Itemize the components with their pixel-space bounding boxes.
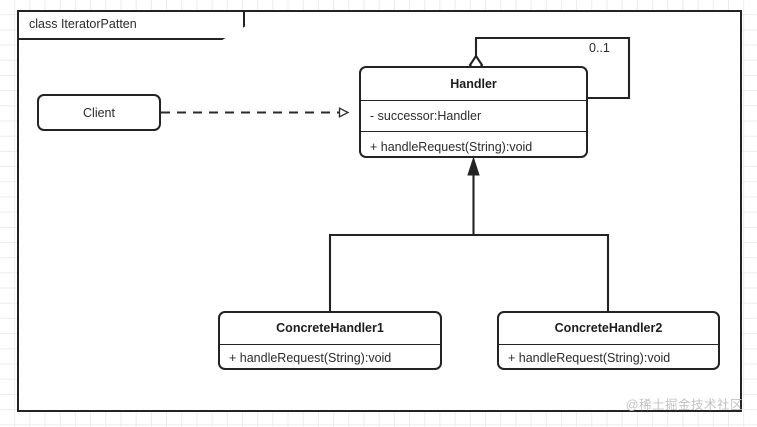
watermark-text: @稀土掘金技术社区 (625, 398, 743, 412)
class-box-concrete-handler-1[interactable]: ConcreteHandler1 + handleRequest(String)… (218, 311, 442, 370)
operation-handler-handle-request: + handleRequest(String):void (361, 131, 586, 156)
frame-label-text: class IteratorPatten (29, 17, 137, 31)
class-box-client[interactable]: Client (37, 94, 161, 131)
class-box-concrete-handler-2[interactable]: ConcreteHandler2 + handleRequest(String)… (497, 311, 720, 370)
class-name-handler: Handler (450, 76, 497, 91)
operation-concrete-handler-2-handle-request: + handleRequest(String):void (499, 344, 718, 368)
attribute-handler-successor: - successor:Handler (361, 100, 586, 131)
class-name-client: Client (83, 105, 115, 120)
class-name-concrete-handler-2: ConcreteHandler2 (554, 321, 663, 336)
class-box-handler[interactable]: Handler - successor:Handler + handleRequ… (359, 66, 588, 158)
operation-concrete-handler-1-handle-request: + handleRequest(String):void (220, 344, 440, 368)
multiplicity-label-0-1: 0..1 (589, 41, 610, 55)
frame-label-tab (17, 10, 245, 40)
class-name-concrete-handler-1: ConcreteHandler1 (276, 321, 384, 336)
